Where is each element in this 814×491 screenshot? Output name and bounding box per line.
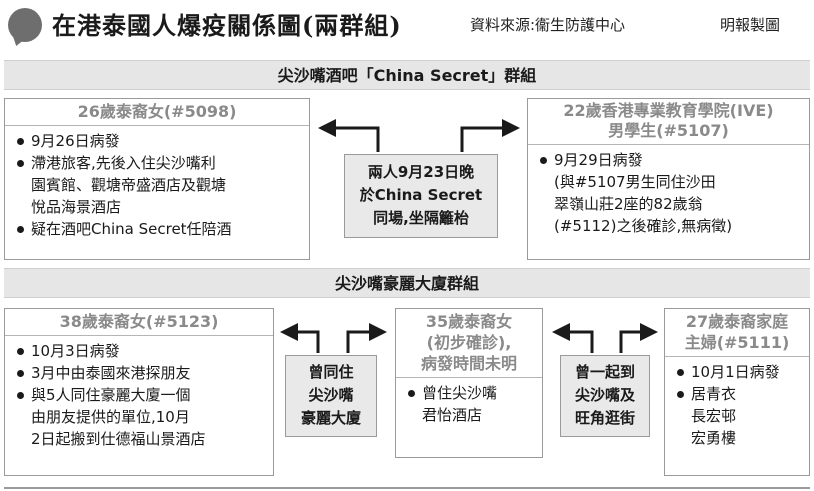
group1-label: 尖沙嘴酒吧「China Secret」群組 [4, 60, 810, 90]
title-line: 主婦(#5111) [684, 333, 790, 352]
credit-note: 明報製圖 [720, 16, 781, 34]
list-item: 3月中由泰國來港探朋友 [15, 362, 265, 384]
case-5107-list: 9月29日病發 (與#5107男生同住沙田 翠嶺山莊2座的82歲翁 (#5112… [528, 145, 809, 239]
list-item: 與5人同住豪麗大廈一個 [15, 384, 265, 406]
list-item: (與#5107男生同住沙田 [554, 173, 716, 191]
list-item: 居青衣 [675, 383, 801, 405]
list-item: 宏勇樓 [691, 429, 737, 447]
title-line: (初步確診), [426, 333, 512, 352]
list-item: 園賓館、觀塘帝盛酒店及觀塘 [31, 176, 227, 194]
title-line: 病發時間未明 [420, 354, 517, 373]
note-line: 曾同住 [308, 363, 354, 381]
title-line: 22歲香港專業教育學院(IVE) [563, 101, 774, 120]
note-line: 兩人9月23日晚 [367, 163, 475, 181]
case-preliminary-box: 35歲泰裔女 (初步確診), 病發時間未明 曾住尖沙嘴 君怡酒店 [395, 308, 543, 458]
note-line: 同場,坐隔籬枱 [373, 209, 469, 227]
arrow-to-5107 [460, 119, 520, 152]
arrow-to-5098 [318, 119, 380, 152]
case-5111-list: 10月1日病發 居青衣 長宏邨 宏勇樓 [665, 357, 809, 451]
list-item: 翠嶺山莊2座的82歲翁 [554, 195, 703, 213]
note-line: 尖沙嘴及 [574, 386, 635, 404]
list-item: 10月1日病發 [675, 361, 801, 383]
list-item: 君怡酒店 [422, 406, 483, 424]
speech-bubble-icon [8, 8, 42, 42]
contact-note-china-secret: 兩人9月23日晚 於China Secret 同場,坐隔籬枱 [344, 154, 498, 238]
list-item: 滯港旅客,先後入住尖沙嘴利 [15, 152, 301, 174]
list-item: 2日起搬到仕德福山景酒店 [31, 430, 206, 448]
note-line: 曾一起到 [574, 363, 635, 381]
title-line: 27歲泰裔家庭 [685, 312, 789, 331]
case-5107-title: 22歲香港專業教育學院(IVE) 男學生(#5107) [528, 99, 809, 145]
list-item: 長宏邨 [691, 407, 737, 425]
list-item: 疑在酒吧China Secret任陪酒 [15, 218, 301, 240]
note-line: 豪麗大廈 [300, 409, 361, 427]
title-line: 35歲泰裔女 [425, 312, 513, 331]
contact-note-ho-lai-mansion: 曾同住 尖沙嘴 豪麗大廈 [285, 355, 377, 437]
case-5098-box: 26歲泰裔女(#5098) 9月26日病發 滯港旅客,先後入住尖沙嘴利 園賓館、… [4, 98, 310, 260]
case-5098-title: 26歲泰裔女(#5098) [5, 99, 309, 126]
arrow-to-5123 [280, 323, 320, 353]
list-item: 悅品海景酒店 [31, 198, 122, 216]
list-item: 曾住尖沙嘴 [406, 382, 534, 404]
group2-label: 尖沙嘴豪麗大廈群組 [4, 268, 810, 298]
note-line: 於China Secret [359, 186, 483, 204]
bottom-divider [4, 487, 810, 489]
arrow-to-5111 [619, 323, 658, 353]
list-item: (#5112)之後確診,無病徵) [554, 217, 733, 235]
case-preliminary-title: 35歲泰裔女 (初步確診), 病發時間未明 [396, 309, 542, 378]
list-item: 由朋友提供的單位,10月 [31, 408, 190, 426]
list-item: 9月29日病發 [538, 149, 801, 171]
case-5111-title: 27歲泰裔家庭 主婦(#5111) [665, 309, 809, 357]
arrow-to-preliminary-left [346, 323, 387, 353]
case-preliminary-list: 曾住尖沙嘴 君怡酒店 [396, 378, 542, 428]
case-5123-title: 38歲泰裔女(#5123) [5, 309, 273, 336]
case-5098-list: 9月26日病發 滯港旅客,先後入住尖沙嘴利 園賓館、觀塘帝盛酒店及觀塘 悅品海景… [5, 126, 309, 242]
contact-note-shopping: 曾一起到 尖沙嘴及 旺角逛街 [560, 355, 650, 437]
case-5123-list: 10月3日病發 3月中由泰國來港探朋友 與5人同住豪麗大廈一個 由朋友提供的單位… [5, 336, 273, 452]
arrow-to-preliminary-right [552, 323, 594, 353]
source-note: 資料來源:衞生防護中心 [470, 16, 626, 34]
title-line: 男學生(#5107) [608, 121, 729, 140]
list-item: 10月3日病發 [15, 340, 265, 362]
case-5123-box: 38歲泰裔女(#5123) 10月3日病發 3月中由泰國來港探朋友 與5人同住豪… [4, 308, 274, 476]
case-5111-box: 27歲泰裔家庭 主婦(#5111) 10月1日病發 居青衣 長宏邨 宏勇樓 [664, 308, 810, 476]
list-item: 9月26日病發 [15, 130, 301, 152]
note-line: 尖沙嘴 [308, 386, 354, 404]
note-line: 旺角逛街 [574, 409, 635, 427]
page-title: 在港泰國人爆疫關係圖(兩群組) [52, 11, 402, 40]
case-5107-box: 22歲香港專業教育學院(IVE) 男學生(#5107) 9月29日病發 (與#5… [527, 98, 810, 260]
